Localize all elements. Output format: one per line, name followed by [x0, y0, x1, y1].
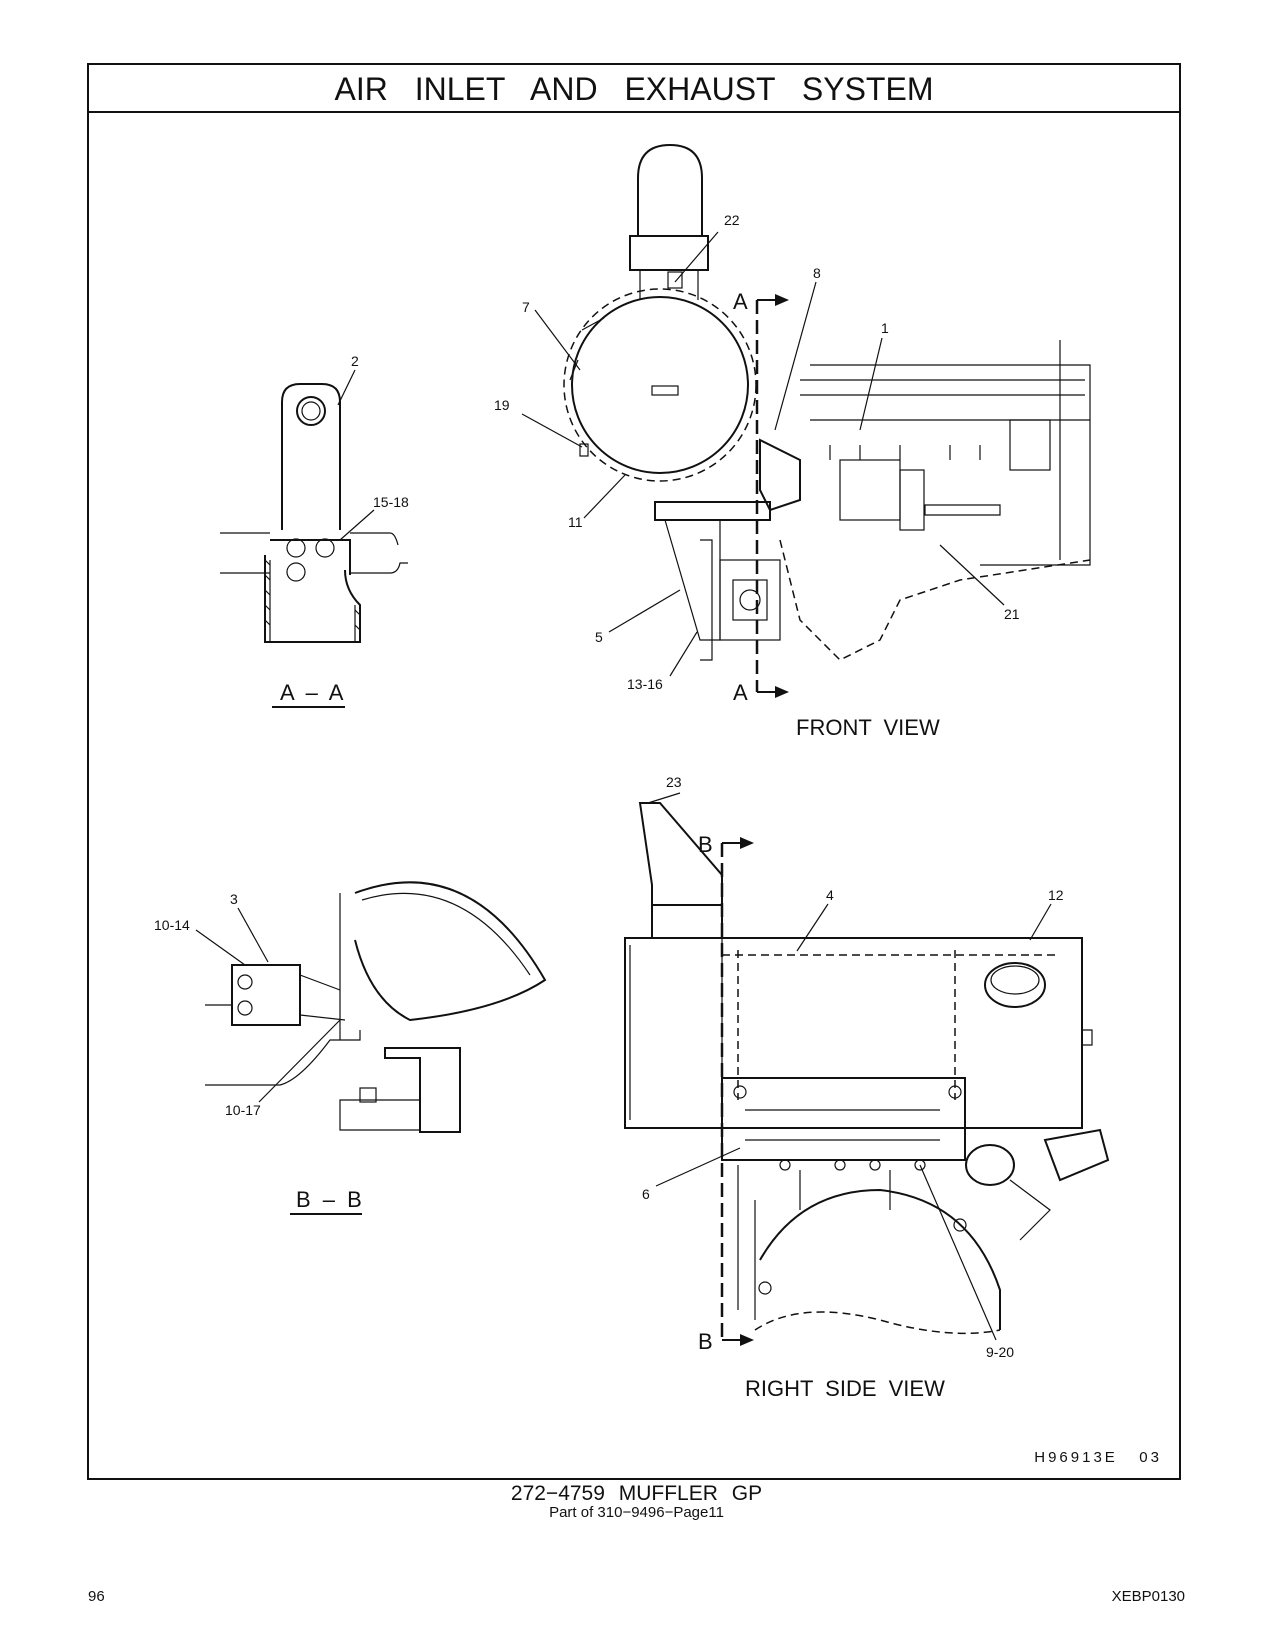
- part-of-reference: Part of 310−9496−Page11: [549, 1504, 724, 1521]
- section-bb-drawing: [205, 881, 547, 1215]
- parts-diagram: 22 8 7 1 2 19 15-18 11 5 21 13-16 23 3 1…: [154, 143, 1162, 1466]
- callout-5: 5: [595, 629, 603, 645]
- section-marks: A A B B: [698, 289, 748, 1354]
- view-label-section-aa: A – A: [280, 680, 344, 705]
- view-label-right-side: RIGHT SIDE VIEW: [745, 1376, 945, 1401]
- callout-19: 19: [494, 397, 510, 413]
- callout-9-20: 9-20: [986, 1344, 1014, 1360]
- view-label-section-bb: B – B: [296, 1187, 362, 1212]
- callout-1: 1: [881, 320, 889, 336]
- callout-10-14: 10-14: [154, 917, 190, 933]
- page-title: AIR INLET AND EXHAUST SYSTEM: [89, 65, 1179, 113]
- section-aa-drawing: [220, 383, 408, 708]
- section-mark-b-bottom: B: [698, 1329, 713, 1354]
- callout-11: 11: [568, 514, 583, 530]
- callout-12: 12: [1048, 887, 1064, 903]
- callout-22: 22: [724, 212, 740, 228]
- drawing-id: H96913E 03: [1034, 1449, 1162, 1466]
- callout-21: 21: [1004, 606, 1020, 622]
- callout-10-17: 10-17: [225, 1102, 261, 1118]
- document-code: XEBP0130: [1111, 1588, 1185, 1605]
- right-side-view-drawing: [624, 802, 1110, 1346]
- callout-8: 8: [813, 265, 821, 281]
- callout-2: 2: [351, 353, 359, 369]
- part-title: 272−4759 MUFFLER GP: [510, 1482, 763, 1505]
- callout-7: 7: [522, 299, 530, 315]
- callout-15-18: 15-18: [373, 494, 409, 510]
- leader-lines: [195, 231, 1052, 1341]
- drawing-frame: AIR INLET AND EXHAUST SYSTEM: [87, 63, 1181, 1480]
- callout-3: 3: [230, 891, 238, 907]
- section-mark-b-top: B: [698, 832, 713, 857]
- page-number: 96: [88, 1588, 105, 1605]
- callout-6: 6: [642, 1186, 650, 1202]
- callout-13-16: 13-16: [627, 676, 663, 692]
- callout-labels: 22 8 7 1 2 19 15-18 11 5 21 13-16 23 3 1…: [154, 212, 1064, 1360]
- view-label-front: FRONT VIEW: [796, 715, 940, 740]
- callout-23: 23: [666, 774, 682, 790]
- callout-4: 4: [826, 887, 834, 903]
- view-labels: A – A FRONT VIEW B – B RIGHT SIDE VIEW: [280, 680, 945, 1401]
- section-mark-a-bottom: A: [733, 680, 748, 705]
- front-view-drawing: [563, 143, 1091, 698]
- section-mark-a-top: A: [733, 289, 748, 314]
